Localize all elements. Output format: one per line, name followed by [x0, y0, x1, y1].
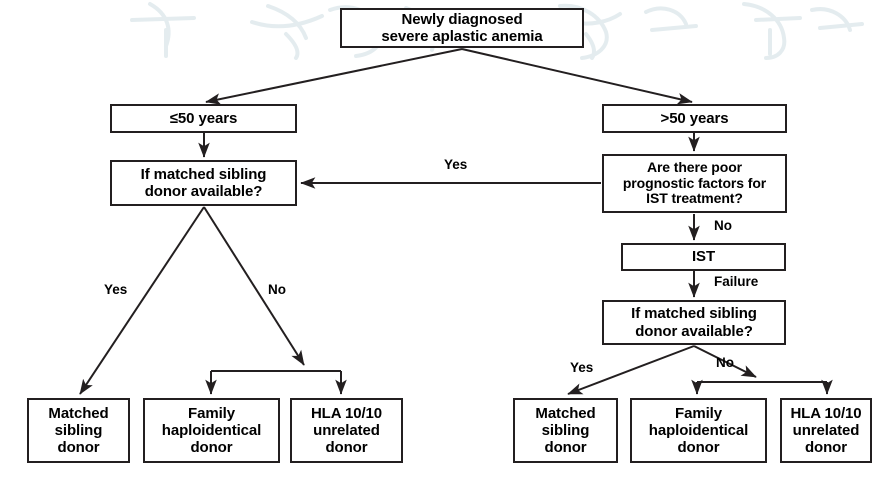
- node-ist[interactable]: IST: [621, 243, 786, 271]
- node-poor-prognostic-factors-question[interactable]: Are there poor prognostic factors for IS…: [602, 154, 787, 213]
- edge-label-right-no: No: [716, 355, 734, 370]
- node-left-matched-sibling-donor-question[interactable]: If matched sibling donor available?: [110, 160, 297, 206]
- node-right-matched-sibling-donor-question[interactable]: If matched sibling donor available?: [602, 300, 786, 345]
- node-age-gt-50[interactable]: >50 years: [602, 104, 787, 133]
- edge-label-left-no: No: [268, 282, 286, 297]
- edge-label-failure: Failure: [714, 274, 759, 289]
- node-left-matched-sibling-donor[interactable]: Matched sibling donor: [27, 398, 130, 463]
- node-left-family-haploidentical-donor[interactable]: Family haploidentical donor: [143, 398, 280, 463]
- node-right-matched-sibling-donor[interactable]: Matched sibling donor: [513, 398, 618, 463]
- node-right-family-haploidentical-donor[interactable]: Family haploidentical donor: [630, 398, 767, 463]
- node-right-hla-unrelated-donor[interactable]: HLA 10/10 unrelated donor: [780, 398, 872, 463]
- edge-label-left-yes: Yes: [104, 282, 128, 297]
- node-left-hla-unrelated-donor[interactable]: HLA 10/10 unrelated donor: [290, 398, 403, 463]
- node-age-le-50[interactable]: ≤50 years: [110, 104, 297, 133]
- edge-label-yes-crossover: Yes: [444, 157, 468, 172]
- edge-label-no-to-ist: No: [714, 218, 732, 233]
- edge-label-right-yes: Yes: [570, 360, 594, 375]
- node-root[interactable]: Newly diagnosed severe aplastic anemia: [340, 8, 584, 48]
